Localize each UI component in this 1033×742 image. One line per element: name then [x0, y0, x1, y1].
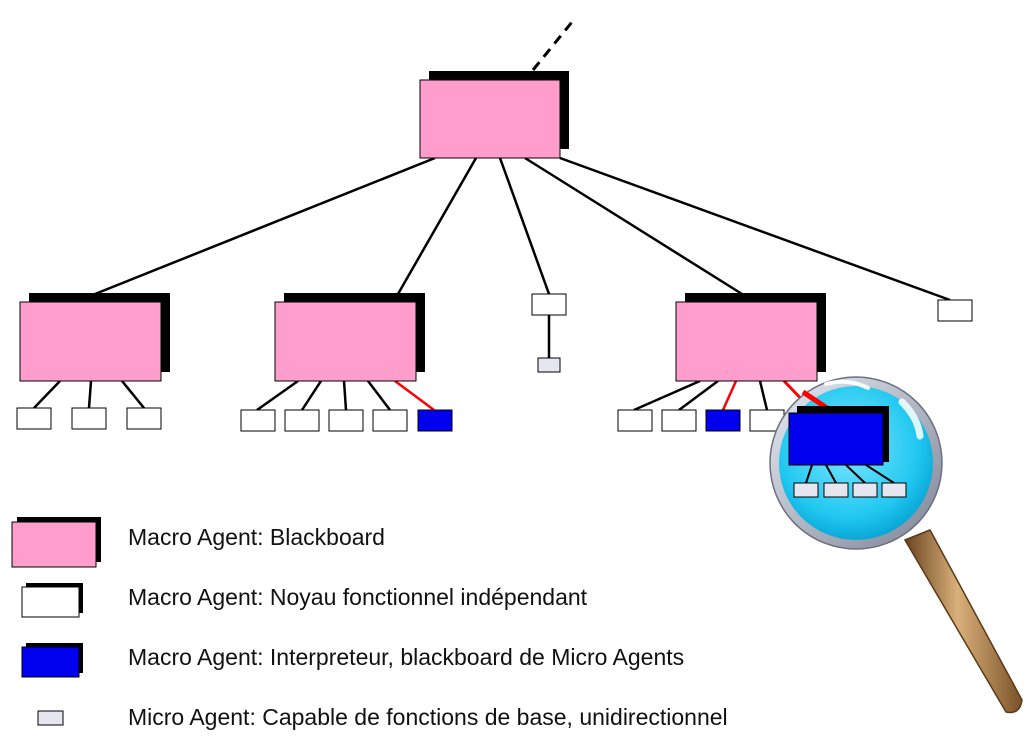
- link-bb2-child4: [367, 380, 391, 411]
- zoomed-micro-link-2: [825, 464, 837, 484]
- root-blackboard: [419, 71, 569, 159]
- zoomed-micro-agent-3: [852, 482, 878, 498]
- legend-label-noyau: Macro Agent: Noyau fonctionnel indépenda…: [128, 584, 588, 610]
- link-bb3-child2: [678, 379, 719, 412]
- legend-label-micro: Micro Agent: Capable de fonctions de bas…: [128, 704, 728, 730]
- noyau-bb2-4: [372, 409, 408, 432]
- link-bb3-child1: [633, 379, 701, 412]
- noyau-2: [937, 299, 973, 322]
- link-root-noyau2: [559, 156, 951, 302]
- noyau-bb2-3: [328, 409, 364, 432]
- link-bb3-interpreteur: [721, 380, 738, 411]
- noyau-bb1-2: [71, 407, 107, 430]
- zoomed-interpreteur: [788, 406, 889, 466]
- noyau-bb2-2: [284, 409, 320, 432]
- interpreteur-bb3: [705, 409, 741, 432]
- blackboard-2: [274, 293, 425, 382]
- zoomed-micro-agent-4: [881, 482, 907, 498]
- legend-label-blackboard: Macro Agent: Blackboard: [128, 524, 385, 550]
- legend-swatch-interpreteur: [21, 643, 83, 678]
- connection-lines: [33, 21, 951, 412]
- noyau-bb3-2: [661, 409, 697, 432]
- zoomed-micro-agent-2: [823, 482, 849, 498]
- noyau-bb1-3: [126, 407, 162, 430]
- legend-swatch-blackboard: [11, 517, 101, 568]
- lens-glare-right: [898, 398, 924, 440]
- legend-label-interpreteur: Macro Agent: Interpreteur, blackboard de…: [128, 644, 685, 670]
- noyau-bb1-1: [16, 407, 52, 430]
- noyau-bb2-1: [240, 409, 276, 432]
- blackboard-1: [19, 293, 170, 382]
- agent-nodes: [16, 71, 973, 432]
- interpreteur-bb2: [417, 409, 453, 432]
- micro-agent-1: [537, 357, 561, 373]
- link-root-bb1: [94, 156, 436, 296]
- link-bb1-child3: [121, 380, 145, 409]
- blackboard-3: [675, 293, 826, 382]
- zoomed-micro-link-3: [845, 464, 866, 484]
- link-bb2-interpreteur: [394, 379, 435, 412]
- zoomed-micro-agent-1: [793, 482, 819, 498]
- link-root-noyau1: [498, 157, 551, 295]
- link-root-parent: [531, 21, 574, 71]
- link-bb2-child2: [300, 380, 323, 411]
- magnifying-glass-icon: [769, 376, 1023, 714]
- magnifier-handle: [903, 529, 1023, 714]
- legend-swatches: [11, 517, 101, 726]
- link-bb2-child1: [256, 379, 299, 412]
- link-bb3-child4: [758, 380, 769, 411]
- legend-swatch-noyau: [21, 583, 83, 618]
- link-root-bb2: [396, 157, 478, 295]
- noyau-bb3-1: [617, 409, 653, 432]
- zoomed-micro-link-4: [865, 464, 895, 484]
- legend-swatch-micro: [37, 710, 64, 726]
- link-bb1-child2: [87, 380, 93, 409]
- noyau-1: [531, 293, 567, 316]
- link-bb2-child3: [342, 380, 348, 411]
- link-bb1-child1: [33, 380, 61, 409]
- lens-glare-top: [824, 379, 870, 390]
- link-root-bb3: [524, 156, 743, 296]
- zoomed-micro-link-1: [805, 464, 813, 484]
